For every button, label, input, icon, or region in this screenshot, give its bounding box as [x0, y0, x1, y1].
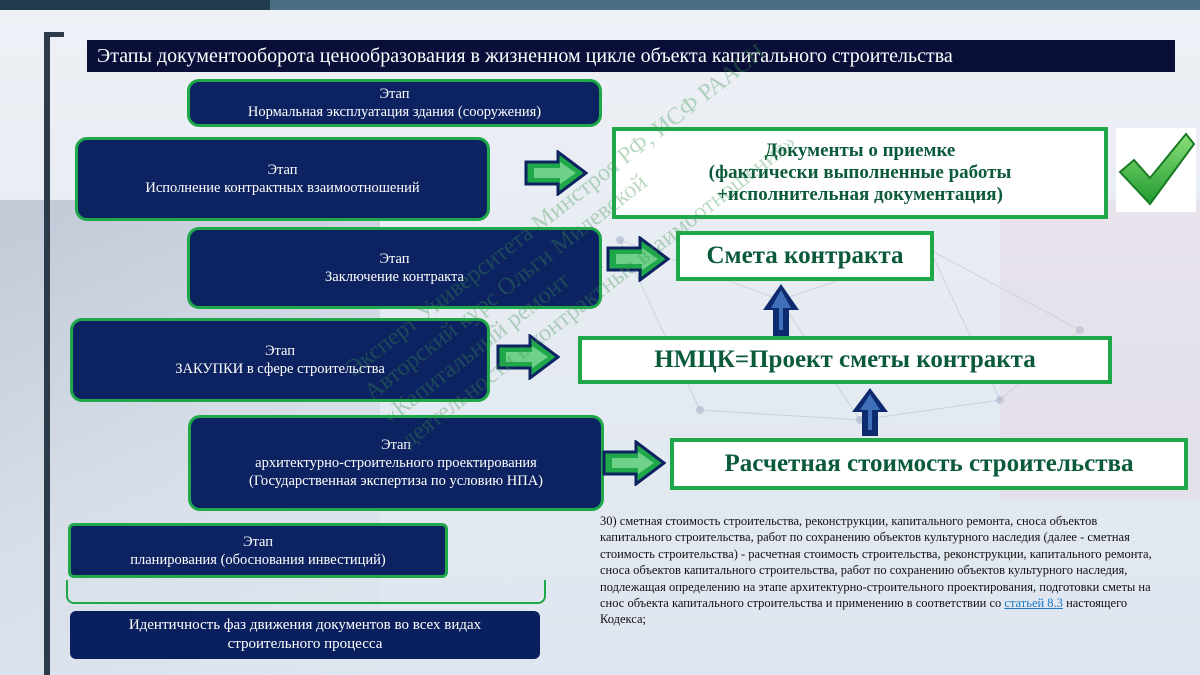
right-arrow-icon: [602, 440, 666, 486]
stage-title: Заключение контракта: [325, 269, 464, 285]
estimated-cost-label: Расчетная стоимость строительства: [724, 450, 1134, 477]
stage-subtitle: (Государственная экспертиза по условию Н…: [248, 473, 543, 489]
stage-title: архитектурно-строительного проектировани…: [255, 455, 537, 471]
article-link[interactable]: статьей 8.3: [1004, 596, 1063, 611]
top-decor-strip: [0, 0, 1200, 10]
up-arrow-icon: [763, 284, 799, 336]
checkmark-panel: [1116, 128, 1196, 212]
stage-contract-execution: Этап Исполнение контрактных взаимоотноше…: [75, 137, 490, 221]
stage-label: Этап: [264, 343, 296, 359]
legal-definition-note: 30) сметная стоимость строительства, рек…: [600, 513, 1160, 628]
acceptance-documents-box: Документы о приемке (фактически выполнен…: [612, 127, 1108, 219]
contract-estimate-label: Смета контракта: [706, 242, 904, 269]
stage-title: Нормальная эксплуатация здания (сооружен…: [247, 104, 542, 120]
right-arrow-icon: [524, 150, 588, 196]
stage-title: планирования (обоснования инвестиций): [130, 551, 386, 568]
stages-bracket: [66, 580, 546, 604]
stage-procurement: Этап ЗАКУПКИ в сфере строительства: [70, 318, 490, 402]
stage-label: Этап: [379, 251, 410, 267]
note-text: 30) сметная стоимость строительства, рек…: [600, 514, 1152, 611]
stage-operation: Этап Нормальная эксплуатация здания (соо…: [187, 79, 602, 127]
contract-estimate-box: Смета контракта: [676, 231, 934, 281]
nmck-box: НМЦК=Проект сметы контракта: [578, 336, 1112, 384]
acceptance-line: +исполнительная документация): [717, 184, 1003, 205]
page-title: Этапы документооборота ценообразования в…: [87, 40, 1175, 72]
estimated-cost-box: Расчетная стоимость строительства: [670, 438, 1188, 490]
right-arrow-icon: [496, 334, 560, 380]
summary-line: строительного процесса: [227, 636, 383, 652]
stage-label: Этап: [242, 533, 274, 550]
nmck-label: НМЦК=Проект сметы контракта: [654, 346, 1036, 373]
stage-title: Исполнение контрактных взаимоотношений: [145, 180, 420, 196]
top-decor-strip-dark: [0, 0, 270, 10]
stage-design: Этап архитектурно-строительного проектир…: [188, 415, 604, 511]
checkmark-icon: [1118, 132, 1196, 206]
stage-title: ЗАКУПКИ в сфере строительства: [175, 361, 385, 377]
note-text-end: настоящего Кодекса;: [600, 596, 1128, 627]
left-decor-bracket-top: [44, 32, 64, 37]
right-arrow-icon: [606, 236, 670, 282]
acceptance-line: Документы о приемке: [764, 140, 956, 161]
summary-box: Идентичность фаз движения документов во …: [70, 611, 540, 659]
stage-label: Этап: [379, 86, 410, 102]
acceptance-line: (фактически выполненные работы: [708, 162, 1012, 183]
stage-label: Этап: [267, 162, 298, 178]
stage-contract-conclusion: Этап Заключение контракта: [187, 227, 602, 309]
summary-line: Идентичность фаз движения документов во …: [128, 617, 482, 633]
stage-label: Этап: [380, 437, 412, 453]
up-arrow-icon: [852, 388, 888, 436]
left-decor-bracket: [44, 32, 50, 675]
stage-planning: Этап планирования (обоснования инвестици…: [68, 523, 448, 578]
